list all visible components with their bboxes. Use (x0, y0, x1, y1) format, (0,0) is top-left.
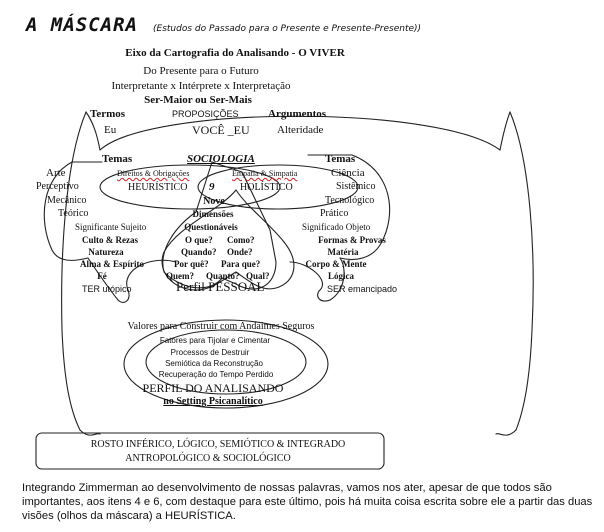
right-item-tecnologico: Tecnológico (325, 195, 375, 206)
direitos-label: Direitos & Obrigações (117, 169, 190, 178)
proposicoes-label: PROPOSIÇÕES (172, 109, 239, 119)
nose-shape (162, 161, 277, 290)
left-cheek-footer: TER utópico (82, 284, 132, 294)
left-item-mecanico: Mecânico (47, 195, 87, 206)
question-quanto: Quanto? (206, 271, 240, 281)
mouth-header: Valores para Construir com Andaimes Segu… (127, 321, 315, 332)
left-eye-oval (99, 164, 281, 210)
caption-paragraph: Integrando Zimmerman ao desenvolvimento … (22, 482, 593, 522)
page-title: A MÁSCARA (26, 14, 138, 36)
left-item-perceptivo: Perceptivo (36, 181, 79, 192)
dimensoes-label: Dimensões (192, 209, 234, 219)
left-item-teorico: Teórico (58, 208, 89, 219)
axis-line-4: Ser-Maior ou Ser-Mais (144, 94, 252, 106)
mouth-outer (123, 319, 329, 409)
right-item-pratico: Prático (320, 208, 349, 219)
mouth-inner (145, 329, 307, 395)
nine-label: 9 (209, 181, 215, 193)
mouth-line-4: Recuperação do Tempo Perdido (158, 370, 274, 379)
voce-eu-label: VOCÊ _EU (192, 123, 250, 137)
setting-label: no Setting Psicanalítico (163, 396, 263, 407)
question-o-que: O que? (185, 235, 213, 245)
left-item-significante: Significante Sujeito (75, 222, 147, 232)
right-eye-bracket (307, 154, 391, 261)
face-outline (61, 111, 87, 431)
right-temas-label: Temas (325, 153, 356, 165)
forehead-right-stroke (499, 111, 511, 151)
right-cheek-logica: Lógica (328, 271, 354, 281)
box-line-2: ANTROPOLÓGICO & SOCIOLÓGICO (125, 453, 291, 464)
left-cheek-natureza: Natureza (88, 247, 124, 257)
left-cheek-swirl (87, 257, 177, 303)
forehead-arc (99, 115, 501, 151)
left-temas-label: Temas (102, 153, 133, 165)
holistico-label: HOLÍSTICO (240, 182, 293, 193)
question-por-que: Por quê? (174, 259, 209, 269)
left-cheek-culto: Culto & Rezas (82, 235, 138, 245)
right-cheek-formas: Formas & Provas (318, 235, 386, 245)
eu-label: Eu (104, 124, 117, 136)
mouth-line-2: Processos de Destruir (170, 348, 250, 357)
sociologia-label: SOCIOLOGIA (187, 153, 255, 165)
mouth-line-3: Semiótica da Reconstrução (165, 359, 263, 368)
right-cheek-materia: Matéria (327, 247, 359, 257)
nove-label: Nove (203, 196, 225, 207)
left-cheek-fe: Fé (97, 271, 107, 281)
right-cheek-corpo: Corpo & Mente (305, 259, 367, 269)
heuristico-label: HEURÍSTICO (128, 182, 188, 193)
mouth-line-1: Fatores para Tijolar e Cimentar (159, 336, 271, 345)
empatia-label: Empatia & Simpatia (232, 169, 298, 178)
right-cheek-swirl (289, 257, 345, 302)
question-quem: Quem? (166, 271, 194, 281)
forehead-left-stroke (85, 111, 101, 151)
questionaveis-label: Questionáveis (184, 222, 238, 232)
question-heart (161, 189, 295, 291)
axis-line-1: Eixo da Cartografia do Analisando - O VI… (125, 47, 345, 59)
right-item-ciencia: Ciência (331, 167, 365, 179)
right-cheek-footer: SER emancipado (327, 284, 398, 294)
axis-line-2: Do Presente para o Futuro (143, 65, 259, 77)
question-onde: Onde? (227, 247, 253, 257)
termos-label: Termos (90, 108, 126, 120)
box-line-1: ROSTO INFÉRICO, LÓGICO, SEMIÓTICO & INTE… (90, 439, 346, 450)
left-eye-bracket (43, 161, 103, 261)
argumentos-label: Argumentos (268, 108, 327, 120)
axis-line-3: Interpretante x Intérprete x Interpretaç… (111, 80, 291, 92)
right-eye-oval (197, 164, 359, 210)
left-item-arte: Arte (46, 167, 66, 179)
summary-box (35, 432, 385, 470)
alteridade-label: Alteridade (277, 124, 324, 136)
perfil-pessoal-label: Perfil PESSOAL (176, 279, 265, 294)
face-outline-right (509, 111, 534, 431)
chin-left (79, 429, 101, 436)
question-como: Como? (227, 235, 255, 245)
right-item-significado: Significado Objeto (302, 222, 371, 232)
page-subtitle: (Estudos do Passado para o Presente e Pr… (153, 24, 422, 34)
question-qual: Qual? (246, 271, 270, 281)
question-quando: Quando? (181, 247, 217, 257)
perfil-analisando-label: PERFIL DO ANALISANDO (142, 381, 284, 395)
left-cheek-alma: Alma & Espírito (80, 259, 144, 269)
chin-right (495, 429, 517, 436)
right-item-sistemico: Sistêmico (336, 181, 376, 192)
question-para-que: Para que? (221, 259, 261, 269)
